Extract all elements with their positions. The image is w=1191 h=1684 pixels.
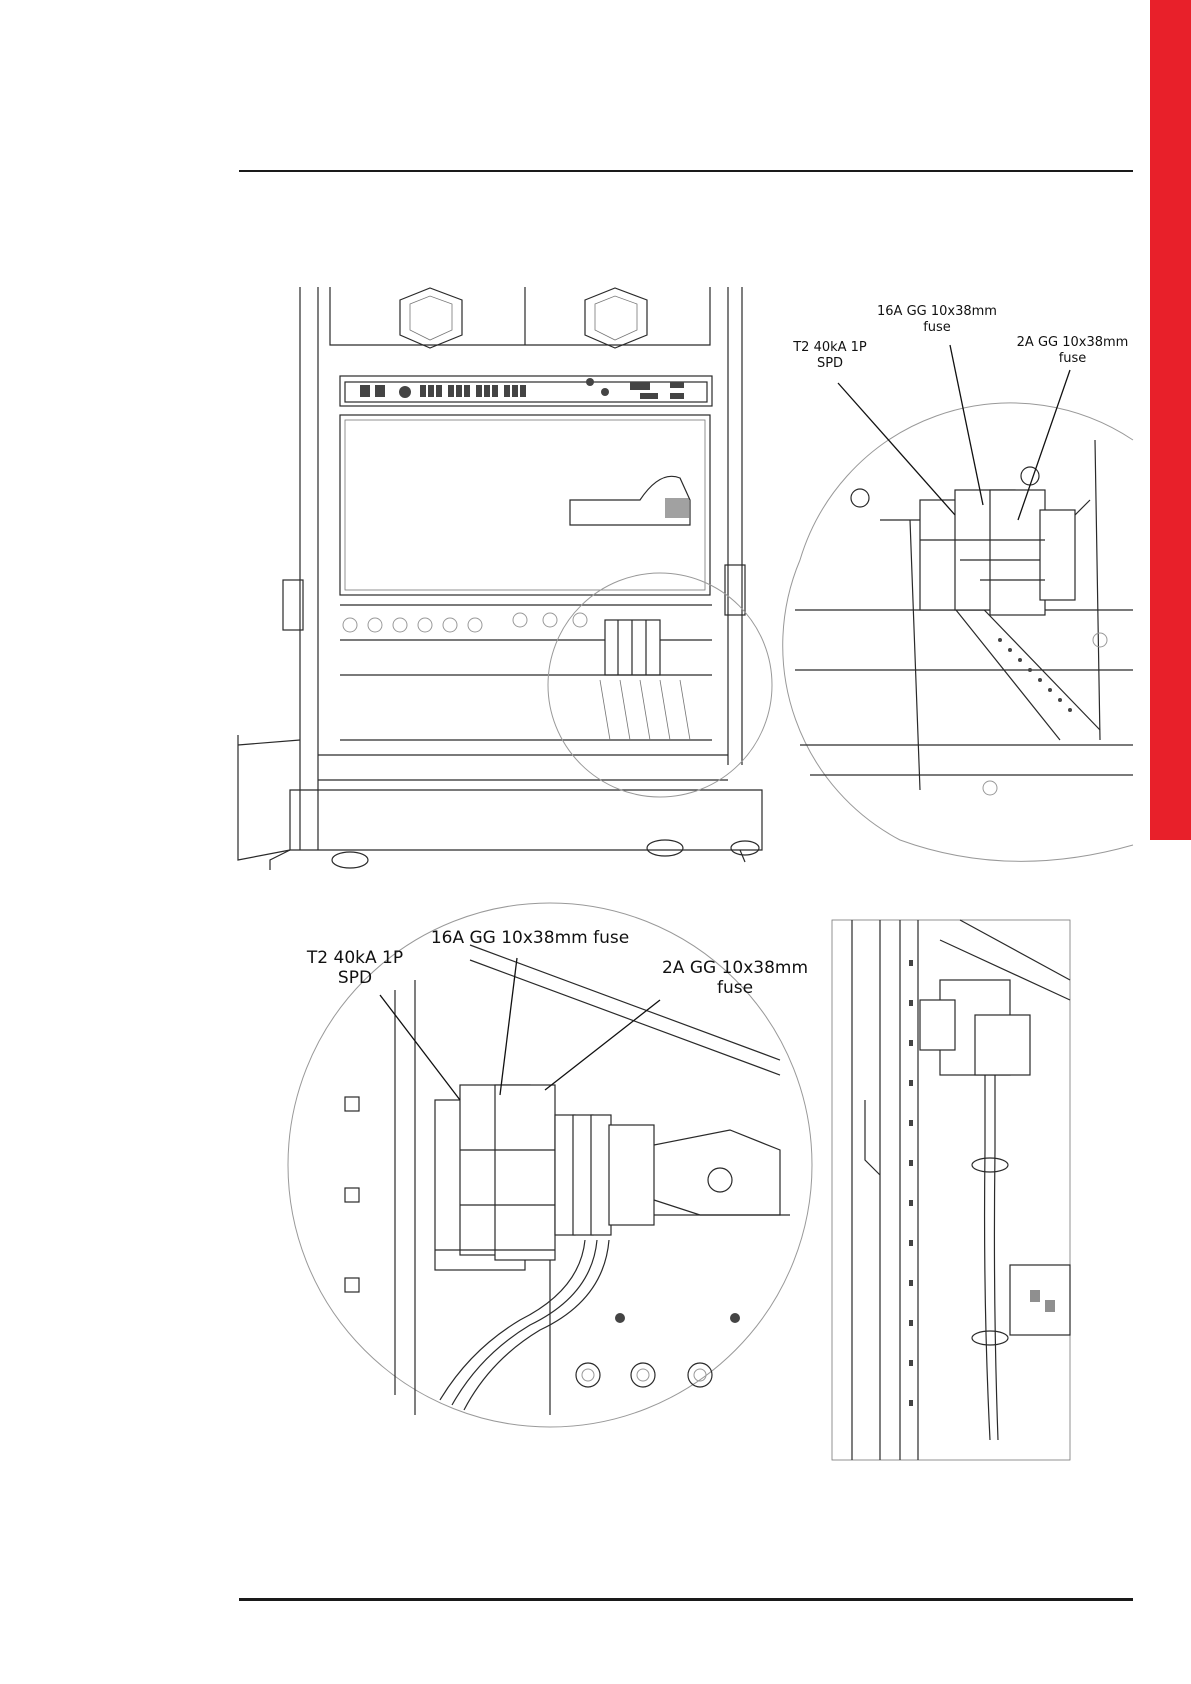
top-callout-spd: T2 40kA 1P SPD: [770, 340, 890, 371]
bottom-callout-16a-fuse: 16A GG 10x38mm fuse: [425, 928, 635, 948]
top-callout-16a-fuse: 16A GG 10x38mm fuse: [852, 304, 1022, 335]
side-view-drawing: [832, 920, 1070, 1460]
top-callout-2a-fuse: 2A GG 10x38mm fuse: [1000, 335, 1145, 366]
footer-rule: [239, 1598, 1133, 1601]
bottom-callout-spd: T2 40kA 1P SPD: [290, 948, 420, 989]
bottom-callout-2a-fuse: 2A GG 10x38mm fuse: [650, 958, 820, 999]
top-zoom-detail-drawing: [783, 345, 1133, 861]
cabinet-front-drawing: [238, 287, 772, 870]
